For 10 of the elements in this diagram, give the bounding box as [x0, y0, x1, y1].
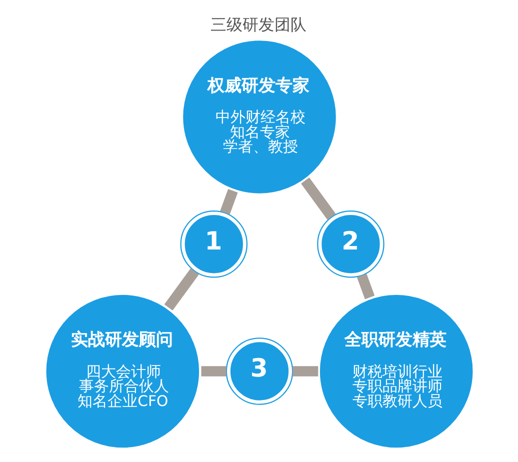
connector — [300, 178, 336, 220]
connector — [200, 366, 226, 376]
connector — [356, 274, 374, 300]
connector — [164, 268, 198, 310]
diagram-title: 三级研发团队 — [210, 14, 306, 34]
node-circle: 1 — [180, 210, 248, 278]
connector — [220, 189, 238, 215]
node-circle: 2 — [316, 210, 384, 278]
node-circle: 3 — [225, 338, 293, 405]
connector — [292, 366, 318, 376]
